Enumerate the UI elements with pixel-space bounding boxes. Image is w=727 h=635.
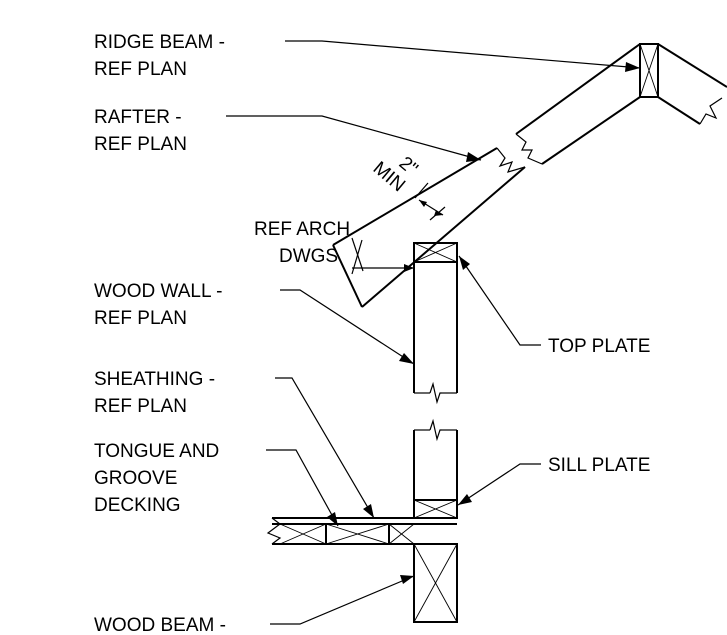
ridge-beam-label-2: REF PLAN: [94, 59, 187, 80]
tongue-label-1: TONGUE AND: [94, 441, 219, 462]
sill-plate: [413, 499, 458, 519]
sheathing-label-1: SHEATHING -: [94, 369, 215, 390]
min-dimension: [414, 182, 446, 221]
rafter-upper: [515, 43, 641, 165]
wood-wall-upper: [413, 262, 458, 405]
ref-arch-marker: [351, 237, 414, 275]
wood-wall-label-1: WOOD WALL -: [94, 281, 222, 302]
sheathing-decking: [266, 517, 457, 545]
rafter-lower: [332, 147, 526, 308]
wood-beam: [413, 543, 458, 623]
top-plate: [413, 242, 458, 263]
tongue-label-2: GROOVE: [94, 468, 177, 489]
ridge-beam-label-1: RIDGE BEAM -: [94, 32, 225, 53]
ref-arch-label-2: DWGS: [279, 246, 338, 267]
sheathing-label-2: REF PLAN: [94, 396, 187, 417]
rafter-label-1: RAFTER -: [94, 107, 182, 128]
ridge-beam: [639, 43, 659, 98]
sill-plate-label: SILL PLATE: [548, 455, 650, 476]
wood-wall-lower: [413, 418, 458, 500]
rafter-label-2: REF PLAN: [94, 134, 187, 155]
rafter-right: [657, 43, 727, 125]
top-plate-label: TOP PLATE: [548, 336, 650, 357]
ref-arch-label-1: REF ARCH: [254, 219, 350, 240]
wood-wall-label-2: REF PLAN: [94, 308, 187, 329]
wood-beam-label-1: WOOD BEAM -: [94, 615, 226, 635]
tongue-label-3: DECKING: [94, 495, 181, 516]
leaders: [226, 40, 641, 625]
